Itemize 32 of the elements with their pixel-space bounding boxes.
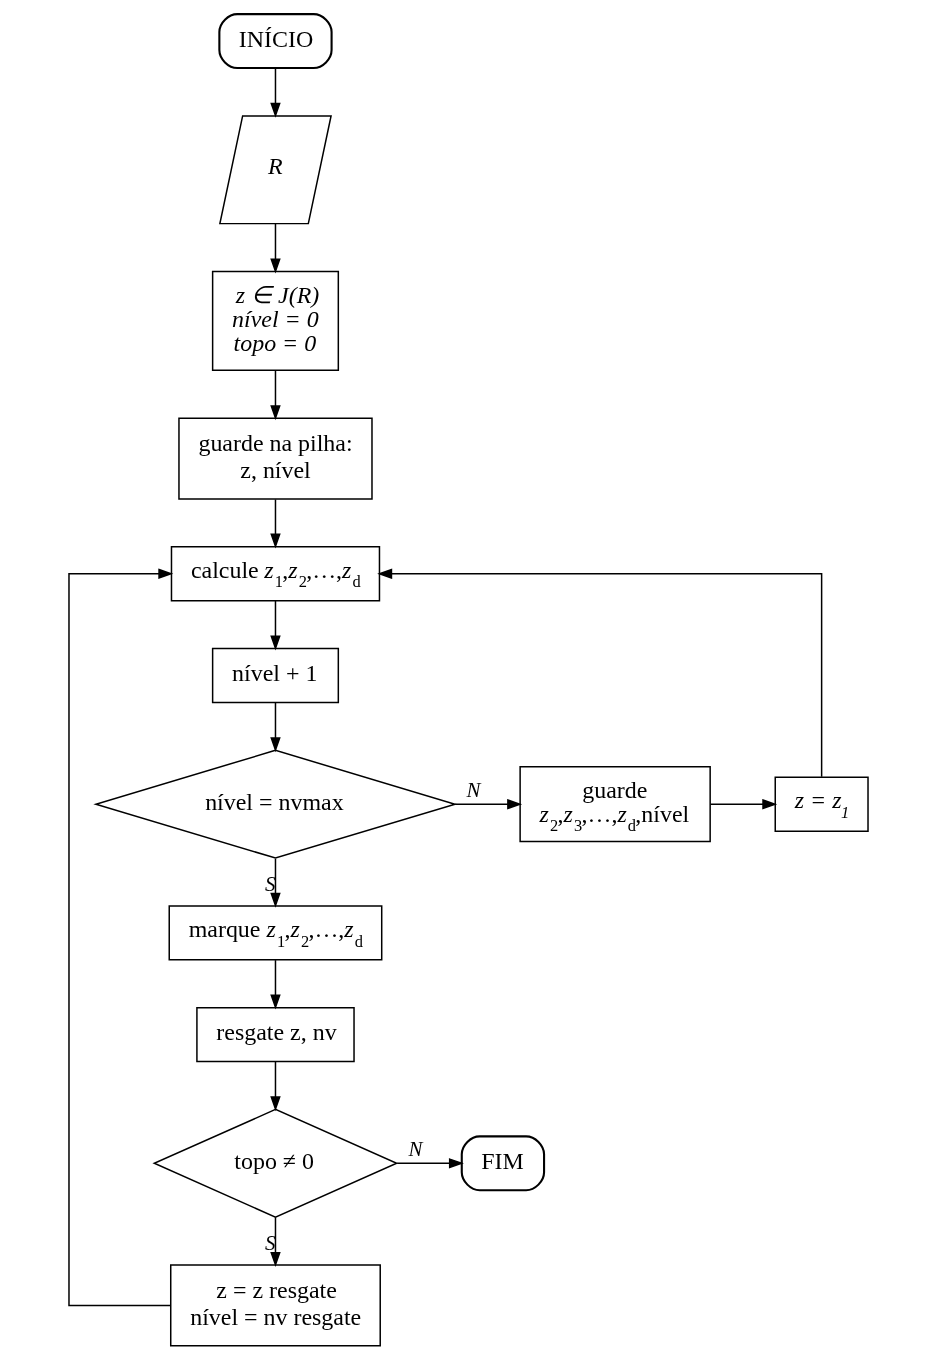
node-box: guarde z$_{2}$,z$_{3}$,…,z$_{d}$,nível — [519, 766, 711, 843]
arrow — [270, 1216, 281, 1267]
node-box: guarde na pilha: z, nível — [178, 417, 373, 500]
arrow — [270, 858, 281, 908]
arrow — [454, 798, 523, 810]
node-box: z ∈ J(R) nível = 0 topo = 0 — [211, 270, 340, 371]
arrow — [396, 1158, 464, 1169]
edge-label: S — [265, 872, 276, 897]
arrow — [270, 600, 281, 651]
arrow — [270, 369, 281, 421]
arrow — [270, 959, 281, 1010]
arrow — [270, 67, 281, 118]
arrow — [270, 1061, 281, 1112]
arrow — [377, 568, 823, 778]
node-box: z = z$_{1}$ — [774, 776, 869, 832]
arrow — [270, 498, 281, 549]
edge-label: N — [408, 1137, 423, 1162]
node-box: calcule z$_{1}$,z$_{2}$,…,z$_{d}$ — [170, 546, 381, 602]
node-box: nível + 1 — [211, 647, 340, 704]
arrow — [68, 568, 174, 1307]
edge-label: S — [265, 1231, 276, 1256]
node-box: FIM — [460, 1135, 546, 1192]
node-diamond: nível = nvmax — [93, 749, 458, 859]
node-box: z = z resgate nível = nv resgate — [170, 1264, 381, 1347]
edge-label: N — [466, 778, 481, 803]
arrow — [270, 702, 281, 753]
node-diamond: topo ≠ 0 — [152, 1108, 399, 1218]
node-box: resgate z, nv — [196, 1006, 355, 1063]
node-box: INÍCIO — [218, 13, 333, 70]
arrow — [709, 798, 778, 810]
node-box: marque z$_{1}$,z$_{2}$,…,z$_{d}$ — [168, 905, 383, 961]
arrow — [270, 223, 281, 274]
